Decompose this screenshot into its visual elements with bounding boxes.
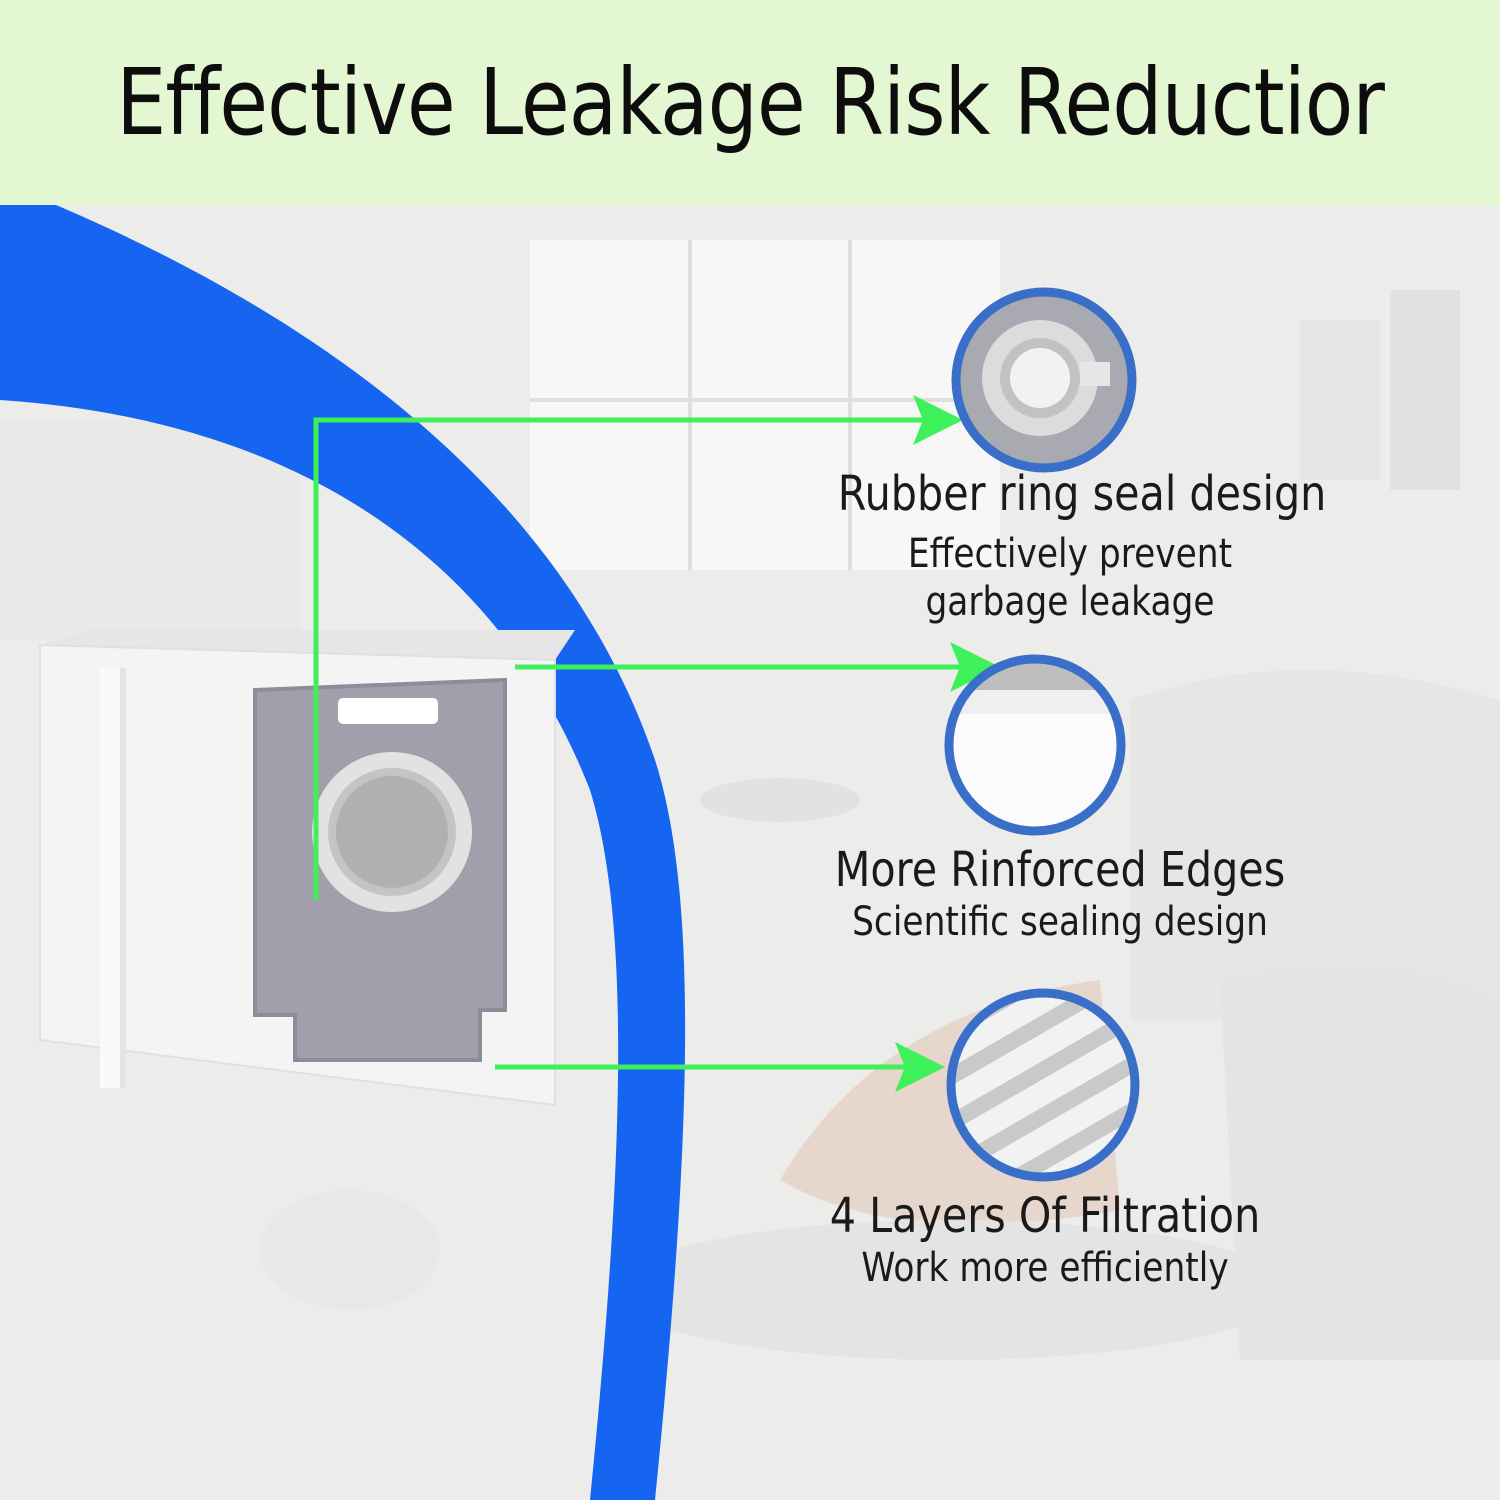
blue-swoosh (0, 182, 686, 1500)
feature-subtitle: Work more efficiently (861, 1245, 1229, 1291)
callout-arrows (313, 395, 1000, 1092)
page-title: Effective Leakage Risk Reductior (116, 49, 1385, 156)
feature-subtitle: Scientific sealing design (852, 899, 1268, 945)
feature-rubber-ring: Rubber ring seal design Effectively prev… (800, 466, 1340, 626)
arrow-to-rubber-ring (313, 395, 963, 900)
feature-subtitle: garbage leakage (925, 579, 1215, 625)
feature-title: Rubber ring seal design (837, 466, 1327, 522)
feature-title: 4 Layers Of Filtration (829, 1188, 1261, 1244)
feature-filtration: 4 Layers Of Filtration Work more efficie… (775, 1188, 1315, 1292)
dust-bag-product (39, 630, 575, 1107)
reinforced-edges-icon (944, 654, 1126, 836)
filtration-layers-icon (946, 988, 1140, 1182)
feature-title: More Rinforced Edges (834, 842, 1286, 898)
rubber-ring-seal-icon (951, 287, 1137, 473)
header-banner: Effective Leakage Risk Reductior (0, 0, 1500, 205)
feature-reinforced-edges: More Rinforced Edges Scientific sealing … (790, 842, 1330, 946)
feature-subtitle: Effectively prevent (907, 531, 1233, 577)
